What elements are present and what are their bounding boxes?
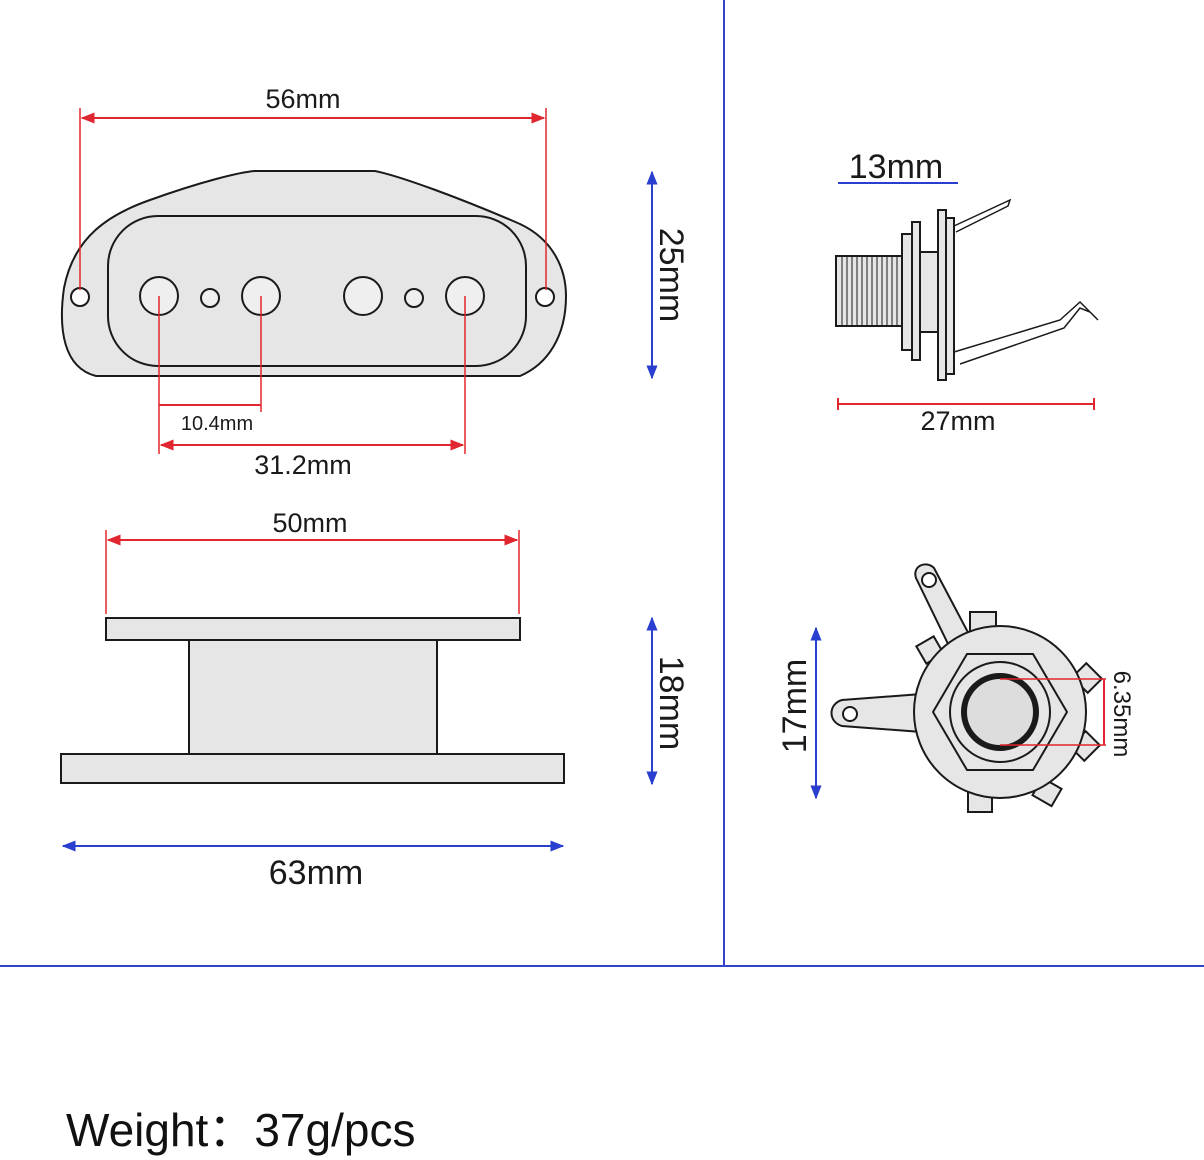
weight-label: Weight：37g/pcs — [66, 1104, 416, 1156]
jack-insulator — [945, 217, 955, 375]
dimension-label-6-35mm: 6.35mm — [1108, 671, 1135, 758]
dimension-label-18mm: 18mm — [652, 656, 690, 750]
jack-frame — [937, 209, 947, 381]
pickup-side-view: 50mm 18mm 63mm — [60, 508, 690, 892]
pole-piece-3 — [343, 276, 383, 316]
jack-body — [919, 251, 939, 333]
dimension-label-63mm: 63mm — [269, 854, 363, 892]
mounting-hole-left — [70, 287, 90, 307]
jack-front-view: 6.35mm 17mm — [776, 563, 1135, 813]
jack-left-lug — [830, 692, 923, 734]
pickup-top-view: 56mm 25mm 10.4mm 31.2mm — [61, 84, 690, 480]
dimension-label-56mm: 56mm — [265, 84, 340, 114]
jack-side-view: 13mm 27mm — [835, 148, 1099, 436]
pickup-top-plate — [105, 617, 521, 641]
jack-thread-lines — [841, 256, 898, 326]
dimension-label-10-4mm: 10.4mm — [181, 413, 253, 435]
lug-hole-top — [921, 572, 937, 588]
jack-spring-contact — [953, 300, 1099, 365]
jack-nut — [901, 233, 913, 351]
lug-hole-left — [842, 706, 858, 722]
jack-washer — [911, 221, 921, 361]
dimension-label-31-2mm: 31.2mm — [254, 450, 352, 480]
pickup-coil-body — [188, 639, 438, 755]
pickup-base-plate — [60, 753, 565, 784]
dimension-label-27mm: 27mm — [920, 406, 995, 436]
mounting-hole-right — [535, 287, 555, 307]
pickup-cover — [107, 215, 527, 367]
pole-piece-small-1 — [200, 288, 220, 308]
dimension-label-25mm: 25mm — [652, 228, 690, 322]
jack-tip-lug — [953, 198, 1012, 233]
dimension-label-17mm: 17mm — [776, 659, 814, 753]
dimension-label-50mm: 50mm — [272, 508, 347, 538]
pole-piece-small-2 — [404, 288, 424, 308]
jack-socket-hole — [961, 673, 1039, 751]
dimension-label-13mm: 13mm — [849, 148, 943, 186]
